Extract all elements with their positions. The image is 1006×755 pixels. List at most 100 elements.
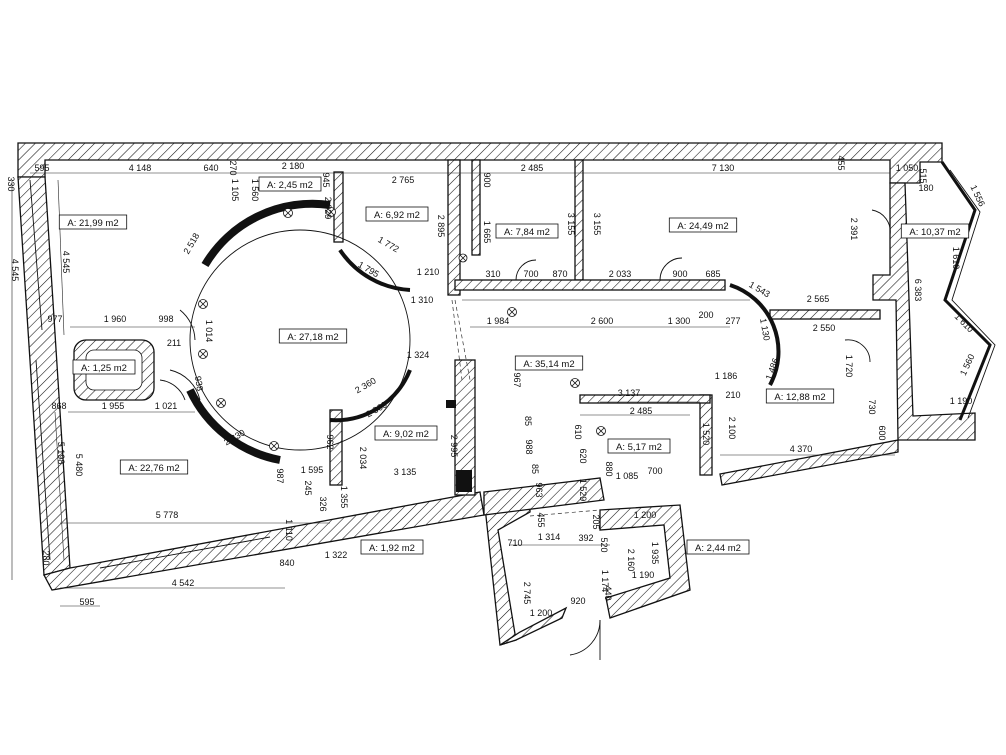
dimension-text: 1 310 — [411, 295, 434, 305]
dimension-text: 1 200 — [634, 510, 657, 520]
dimension-text: 5 778 — [156, 510, 179, 520]
arc-partition-3 — [729, 283, 781, 386]
lamp-icon — [216, 398, 226, 408]
dimension-text: 330 — [6, 176, 16, 191]
dimension-text: 455 — [536, 512, 546, 527]
dimension-text: 1 935 — [650, 542, 660, 565]
dimension-text: 1 322 — [325, 550, 348, 560]
door-4 — [844, 339, 871, 363]
dimension-text: 4 370 — [790, 444, 813, 454]
shaft-block — [456, 470, 472, 492]
dimension-text: 945 — [321, 172, 331, 187]
lamp-icon — [198, 349, 208, 359]
room-area-label: A: 2,45 m2 — [258, 176, 322, 192]
dimension-text: 920 — [570, 596, 585, 606]
dimension-text: 880 — [604, 461, 614, 476]
wall-right-lower — [719, 439, 899, 486]
bay-window — [940, 161, 996, 421]
dimension-text: 967 — [512, 372, 522, 387]
room-area-label: A: 9,02 m2 — [374, 425, 438, 441]
dimension-text: 210 — [725, 390, 740, 400]
dimension-text: 900 — [672, 269, 687, 279]
dimension-text: 1 314 — [538, 532, 561, 542]
room-area-text: A: 9,02 m2 — [383, 429, 429, 440]
dimension-text: 2 034 — [358, 447, 368, 470]
wall-entry-block — [483, 497, 531, 646]
dimension-text: 1 200 — [530, 608, 553, 618]
dimension-text: 730 — [867, 399, 877, 414]
dimension-text: 840 — [279, 558, 294, 568]
arc-partition-1 — [338, 248, 411, 292]
lamp-icon — [596, 426, 606, 436]
room-area-text: A: 7,84 m2 — [504, 227, 550, 238]
dimension-lines — [11, 172, 895, 607]
lamp-icon — [507, 307, 517, 317]
room-area-label: A: 7,84 m2 — [495, 223, 559, 239]
dimension-text: 987 — [275, 468, 285, 483]
interior-walls — [73, 159, 881, 496]
dimension-text: 326 — [318, 496, 328, 511]
dimension-text: 7 130 — [712, 163, 735, 173]
dimension-text: 1 105 — [230, 179, 240, 202]
dimension-text: 205 — [591, 514, 601, 529]
dimension-text: 3 137 — [618, 388, 641, 398]
dimension-text: 1 955 — [102, 401, 125, 411]
dimension-text: 4 542 — [172, 578, 195, 588]
room-area-text: A: 21,99 m2 — [67, 218, 118, 229]
wall-partition-4 — [333, 171, 344, 243]
room-area-text: A: 12,88 m2 — [774, 392, 825, 403]
dimension-text: 1 560 — [958, 352, 977, 377]
entry-door — [569, 619, 601, 656]
bay-window-outline — [940, 161, 992, 421]
dimension-text: 610 — [573, 424, 583, 439]
dimension-text: 2 565 — [807, 294, 830, 304]
dimension-text: 1 110 — [284, 519, 294, 541]
dimension-text: 600 — [877, 425, 887, 440]
dimension-text: 3 155 — [592, 213, 602, 236]
dimension-text: 700 — [647, 466, 662, 476]
dimension-text: 2 180 — [282, 161, 305, 171]
room-area-text: A: 6,92 m2 — [374, 210, 420, 221]
dimension-text: 455 — [836, 155, 846, 170]
wall-bottom-left — [43, 491, 485, 591]
dimension-text: 962 — [325, 434, 335, 449]
window-strips — [29, 179, 271, 569]
dimension-text: 277 — [725, 316, 740, 326]
dimension-text: 1 174 — [600, 570, 610, 593]
wall-corridor-top — [454, 279, 726, 291]
lamp-icon — [269, 441, 279, 451]
dimension-text: 310 — [485, 269, 500, 279]
dimension-text: 900 — [482, 172, 492, 187]
exterior-walls — [17, 142, 976, 646]
dimension-text: 595 — [34, 163, 49, 173]
room-area-text: A: 27,18 m2 — [287, 332, 338, 343]
dimension-text: 5 198 — [56, 442, 66, 465]
dimension-text: 1 210 — [417, 267, 440, 277]
door-5 — [159, 379, 186, 401]
dimension-text: 2 033 — [609, 269, 632, 279]
wall-bath-left — [329, 409, 343, 486]
dimension-text: 1 130 — [758, 318, 772, 342]
arc-partition-2 — [329, 369, 412, 423]
dimension-text: 2 765 — [392, 175, 415, 185]
dimension-text: 1 190 — [632, 570, 655, 580]
dimension-text: 2 029 — [323, 197, 333, 220]
room-area-label: A: 27,18 m2 — [278, 328, 348, 344]
dimension-text: 85 — [530, 464, 540, 474]
dimension-text: 6 383 — [913, 279, 923, 302]
dimension-text: 1 324 — [407, 350, 430, 360]
ceiling-lamps — [198, 207, 606, 451]
dimension-text: 180 — [918, 183, 933, 193]
dimension-text: 1 610 — [951, 247, 961, 270]
dimension-text: 1 984 — [487, 316, 510, 326]
dimension-text: 1 595 — [301, 465, 324, 475]
room-area-label: A: 35,14 m2 — [514, 355, 584, 371]
dimension-text: 1 772 — [376, 234, 401, 254]
room-area-text: A: 24,49 m2 — [677, 221, 728, 232]
hall-arc-bottom — [186, 388, 281, 464]
dimension-text: 392 — [578, 533, 593, 543]
dimension-text: 2 100 — [727, 417, 737, 440]
doors — [159, 209, 891, 660]
